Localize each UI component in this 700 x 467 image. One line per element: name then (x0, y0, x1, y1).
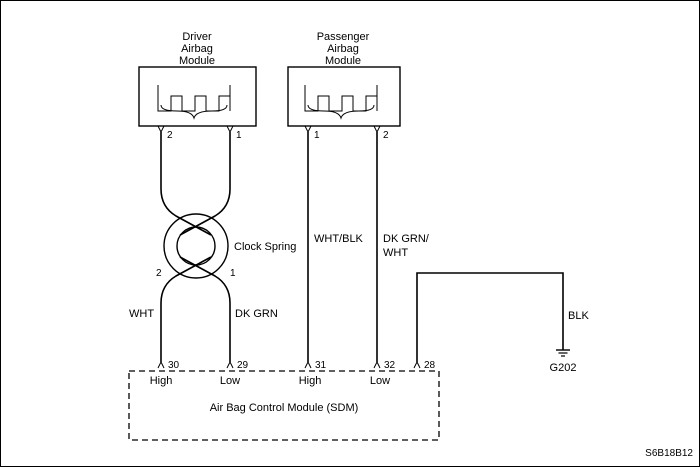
driver-module-title-line1: Driver (182, 31, 212, 43)
driver-airbag-module: Driver Airbag Module (138, 31, 257, 127)
wire-label-wht-blk: WHT/BLK (314, 233, 364, 245)
driver-pin2-arrow (157, 125, 165, 134)
wire-label-dk-grn-wht-line2: WHT (383, 247, 408, 259)
ground-wire-blk (416, 272, 564, 362)
driver-pin-2: 2 (167, 130, 173, 141)
passenger-pin-1: 1 (314, 130, 320, 141)
driver-pin1-arrow (226, 125, 234, 134)
passenger-pin2-arrow (373, 125, 381, 134)
wire-label-dk-grn: DK GRN (235, 308, 278, 320)
sdm-terminal-31: 31 (315, 360, 327, 371)
sdm-terminal-31-label: High (299, 375, 322, 387)
clock-spring-lower-wire-left (160, 256, 212, 362)
passenger-airbag-module: Passenger Airbag Module (287, 31, 401, 127)
sdm-label: Air Bag Control Module (SDM) (210, 402, 359, 414)
sdm-terminal-30-label: High (150, 375, 173, 387)
sdm-terminal-28-arrow (413, 360, 421, 369)
passenger-pin1-arrow (304, 125, 312, 134)
sdm-terminal-30-arrow (157, 360, 165, 369)
sdm-terminal-32-arrow (373, 360, 381, 369)
sdm-terminal-30: 30 (168, 360, 180, 371)
sdm-terminal-29-arrow (226, 360, 234, 369)
sdm-terminal-32-label: Low (370, 375, 390, 387)
driver-module-title-line2: Airbag (181, 43, 213, 55)
driver-module-brace (160, 104, 228, 120)
clock-spring-lower-wire-right (179, 256, 231, 362)
passenger-module-inflator-symbol (304, 85, 378, 112)
clock-spring: Clock Spring 2 1 (156, 132, 296, 362)
clock-spring-label: Clock Spring (234, 241, 296, 253)
clock-spring-upper-wire-left (160, 132, 212, 236)
wire-label-dk-grn-wht-line1: DK GRN/ (383, 233, 430, 245)
ground-label: G202 (550, 362, 577, 374)
sdm-terminal-32: 32 (384, 360, 396, 371)
driver-module-title-line3: Module (179, 55, 215, 67)
clock-spring-upper-wire-right (179, 132, 231, 236)
passenger-module-title-line3: Module (325, 55, 361, 67)
sdm-box (128, 370, 440, 441)
figure-id: S6B18B12 (645, 448, 693, 459)
sdm-terminal-29-label: Low (220, 375, 240, 387)
wire-label-blk: BLK (568, 310, 589, 322)
driver-pin-1: 1 (236, 130, 242, 141)
passenger-module-title-line2: Airbag (327, 43, 359, 55)
clock-spring-pin-1: 1 (230, 268, 236, 279)
sdm-terminal-29: 29 (237, 360, 249, 371)
passenger-module-brace (307, 104, 375, 120)
wire-label-wht: WHT (129, 308, 154, 320)
passenger-pin-2: 2 (383, 130, 389, 141)
ground-symbol-icon (556, 349, 570, 357)
driver-module-inflator-symbol (157, 85, 231, 112)
clock-spring-outer-ring (163, 213, 229, 279)
sdm-terminal-31-arrow (304, 360, 312, 369)
passenger-module-title-line1: Passenger (317, 31, 370, 43)
sdm-terminal-28: 28 (424, 360, 436, 371)
clock-spring-pin-2: 2 (156, 268, 162, 279)
